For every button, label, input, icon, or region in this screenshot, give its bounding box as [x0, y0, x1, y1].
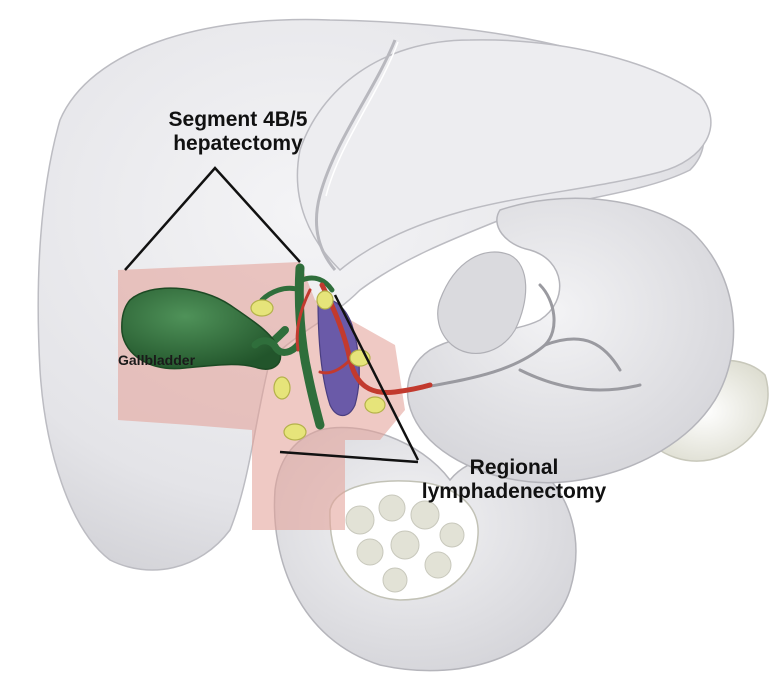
portal-vein	[317, 298, 360, 417]
regional-lymphadenectomy-label: Regional lymphadenectomy	[408, 456, 620, 503]
segment-label-line2: hepatectomy	[173, 131, 303, 155]
cystic-duct	[251, 337, 302, 356]
regional-label-line1: Regional	[469, 456, 559, 479]
regional-label-line2: lymphadenectomy	[421, 479, 607, 503]
segment-label-line1: Segment 4B/5	[168, 108, 308, 131]
hepatic-artery	[295, 282, 433, 396]
gallbladder	[121, 287, 282, 370]
gallbladder-label: Gallbladder	[118, 352, 196, 368]
segment-hepatectomy-label: Segment 4B/5 hepatectomy	[148, 108, 328, 155]
left-liver-lobe	[296, 39, 712, 272]
lymph-nodes	[250, 290, 386, 441]
falciform-ligament	[315, 39, 397, 271]
lesser-omentum-window	[437, 251, 527, 354]
pointer-lines	[124, 166, 420, 464]
